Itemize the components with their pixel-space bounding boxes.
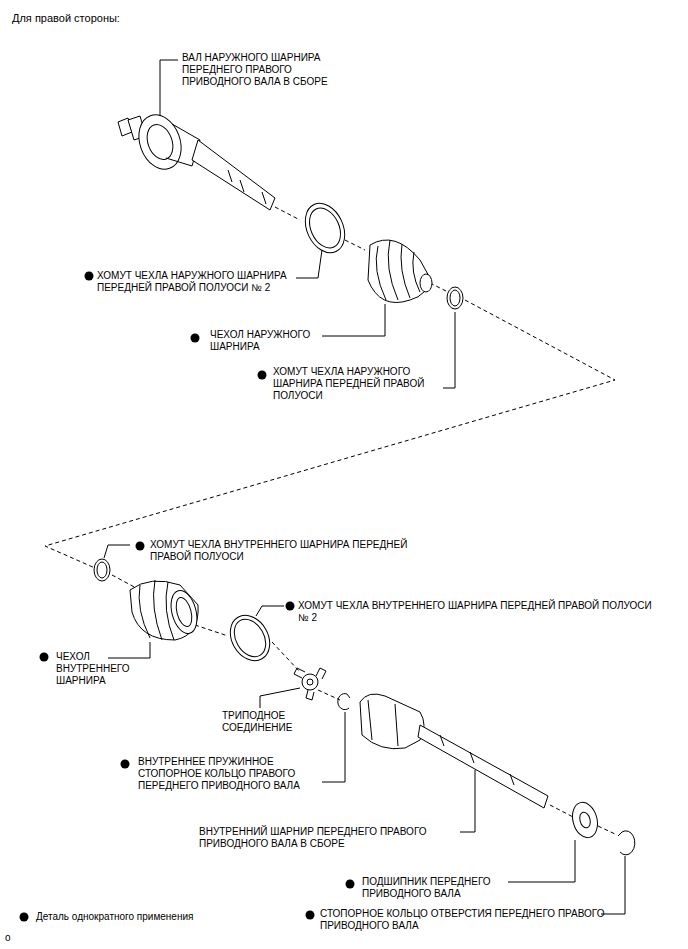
legend-text: Деталь однократного применения [36,911,286,923]
part-label: ХОМУТ ЧЕХЛА НАРУЖНОГО ШАРНИРА ПЕРЕДНЕЙ П… [97,270,302,294]
part-label: ЧЕХОЛ НАРУЖНОГО ШАРНИРА [210,329,320,353]
part-label: ВНУТРЕННИЙ ШАРНИР ПЕРЕДНЕГО ПРАВОГО ПРИВ… [199,826,461,850]
part-label: ВАЛ НАРУЖНОГО ШАРНИРА ПЕРЕДНЕГО ПРАВОГО … [182,52,350,88]
diagram-title: Для правой стороны: [12,12,120,25]
part-label: ТРИПОДНОЕ СОЕДИНЕНИЕ [222,710,312,734]
part-label: ХОМУТ ЧЕХЛА ВНУТРЕННЕГО ШАРНИРА ПЕРЕДНЕЙ… [298,600,658,624]
part-label: ЧЕХОЛ ВНУТРЕННЕГО ШАРНИРА [56,651,131,687]
part-label: СТОПОРНОЕ КОЛЬЦО ОТВЕРСТИЯ ПЕРЕДНЕГО ПРА… [320,908,620,932]
part-label: ПОДШИПНИК ПЕРЕДНЕГО ПРИВОДНОГО ВАЛА [362,876,507,900]
part-label: ВНУТРЕННЕЕ ПРУЖИННОЕ СТОПОРНОЕ КОЛЬЦО ПР… [138,756,333,792]
part-label: ХОМУТ ЧЕХЛА НАРУЖНОГО ШАРНИРА ПЕРЕДНЕЙ П… [273,366,445,402]
part-label: ХОМУТ ЧЕХЛА ВНУТРЕННЕГО ШАРНИРА ПЕРЕДНЕЙ… [150,539,450,563]
part-label: o [5,932,25,944]
